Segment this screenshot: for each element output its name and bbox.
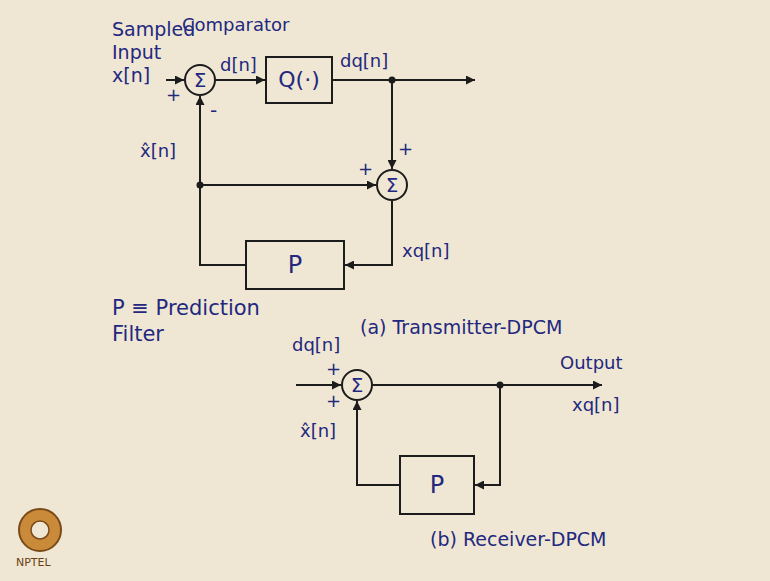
sign-mark: + (358, 158, 373, 180)
signal-name: x̂[n] (140, 140, 176, 162)
signal-name: xq[n] (402, 240, 450, 262)
logo-emblem (19, 509, 61, 551)
part-name: Comparator (182, 14, 289, 36)
signal-name: dq[n] (292, 334, 340, 356)
static-wires (166, 80, 602, 385)
signal-name: xq[n] (572, 394, 620, 416)
signal-connector (357, 401, 399, 485)
note-text: P ≡ Prediction Filter (112, 296, 282, 347)
circle-outline (185, 65, 215, 95)
node-text: Σ (351, 375, 364, 395)
summing-junction: Σ (376, 169, 408, 201)
node-text: Σ (386, 175, 399, 195)
node-text: Σ (194, 70, 207, 90)
junction-dots (197, 77, 504, 389)
logo-hub (31, 521, 49, 539)
signal-connector (200, 96, 245, 265)
sign-mark: + (166, 84, 181, 106)
summing-junction: Σ (341, 369, 373, 401)
signal-name: x̂[n] (300, 420, 336, 442)
logo-text: NPTEL (16, 556, 51, 569)
signal-connector (216, 79, 265, 81)
signal-connector (345, 201, 392, 265)
quantizer-box: Q(·) (265, 56, 333, 104)
figure-caption: (b) Receiver-DPCM (430, 528, 607, 551)
prediction-filter-box: P (245, 240, 345, 290)
figure-caption: (a) Transmitter-DPCM (360, 316, 562, 339)
node-text: P (430, 473, 444, 497)
input-wire (166, 79, 184, 81)
sign-mark: + (398, 138, 413, 160)
prediction-filter-box: P (399, 455, 475, 515)
circle-outline (377, 170, 407, 200)
sign-mark: + (326, 358, 341, 380)
signal-name: Output (560, 352, 623, 374)
signal-connector (333, 80, 392, 169)
circle-outline (342, 370, 372, 400)
summing-junction: Σ (184, 64, 216, 96)
sign-mark: + (326, 390, 341, 412)
node-text: P (288, 253, 302, 277)
node-text: Q(·) (278, 69, 319, 91)
signal-name: d[n] (220, 54, 257, 76)
input-wire (296, 384, 341, 386)
sign-mark: - (210, 98, 217, 122)
signal-name: dq[n] (340, 50, 388, 72)
logo-wheel (19, 509, 61, 551)
connector-group (200, 80, 500, 485)
